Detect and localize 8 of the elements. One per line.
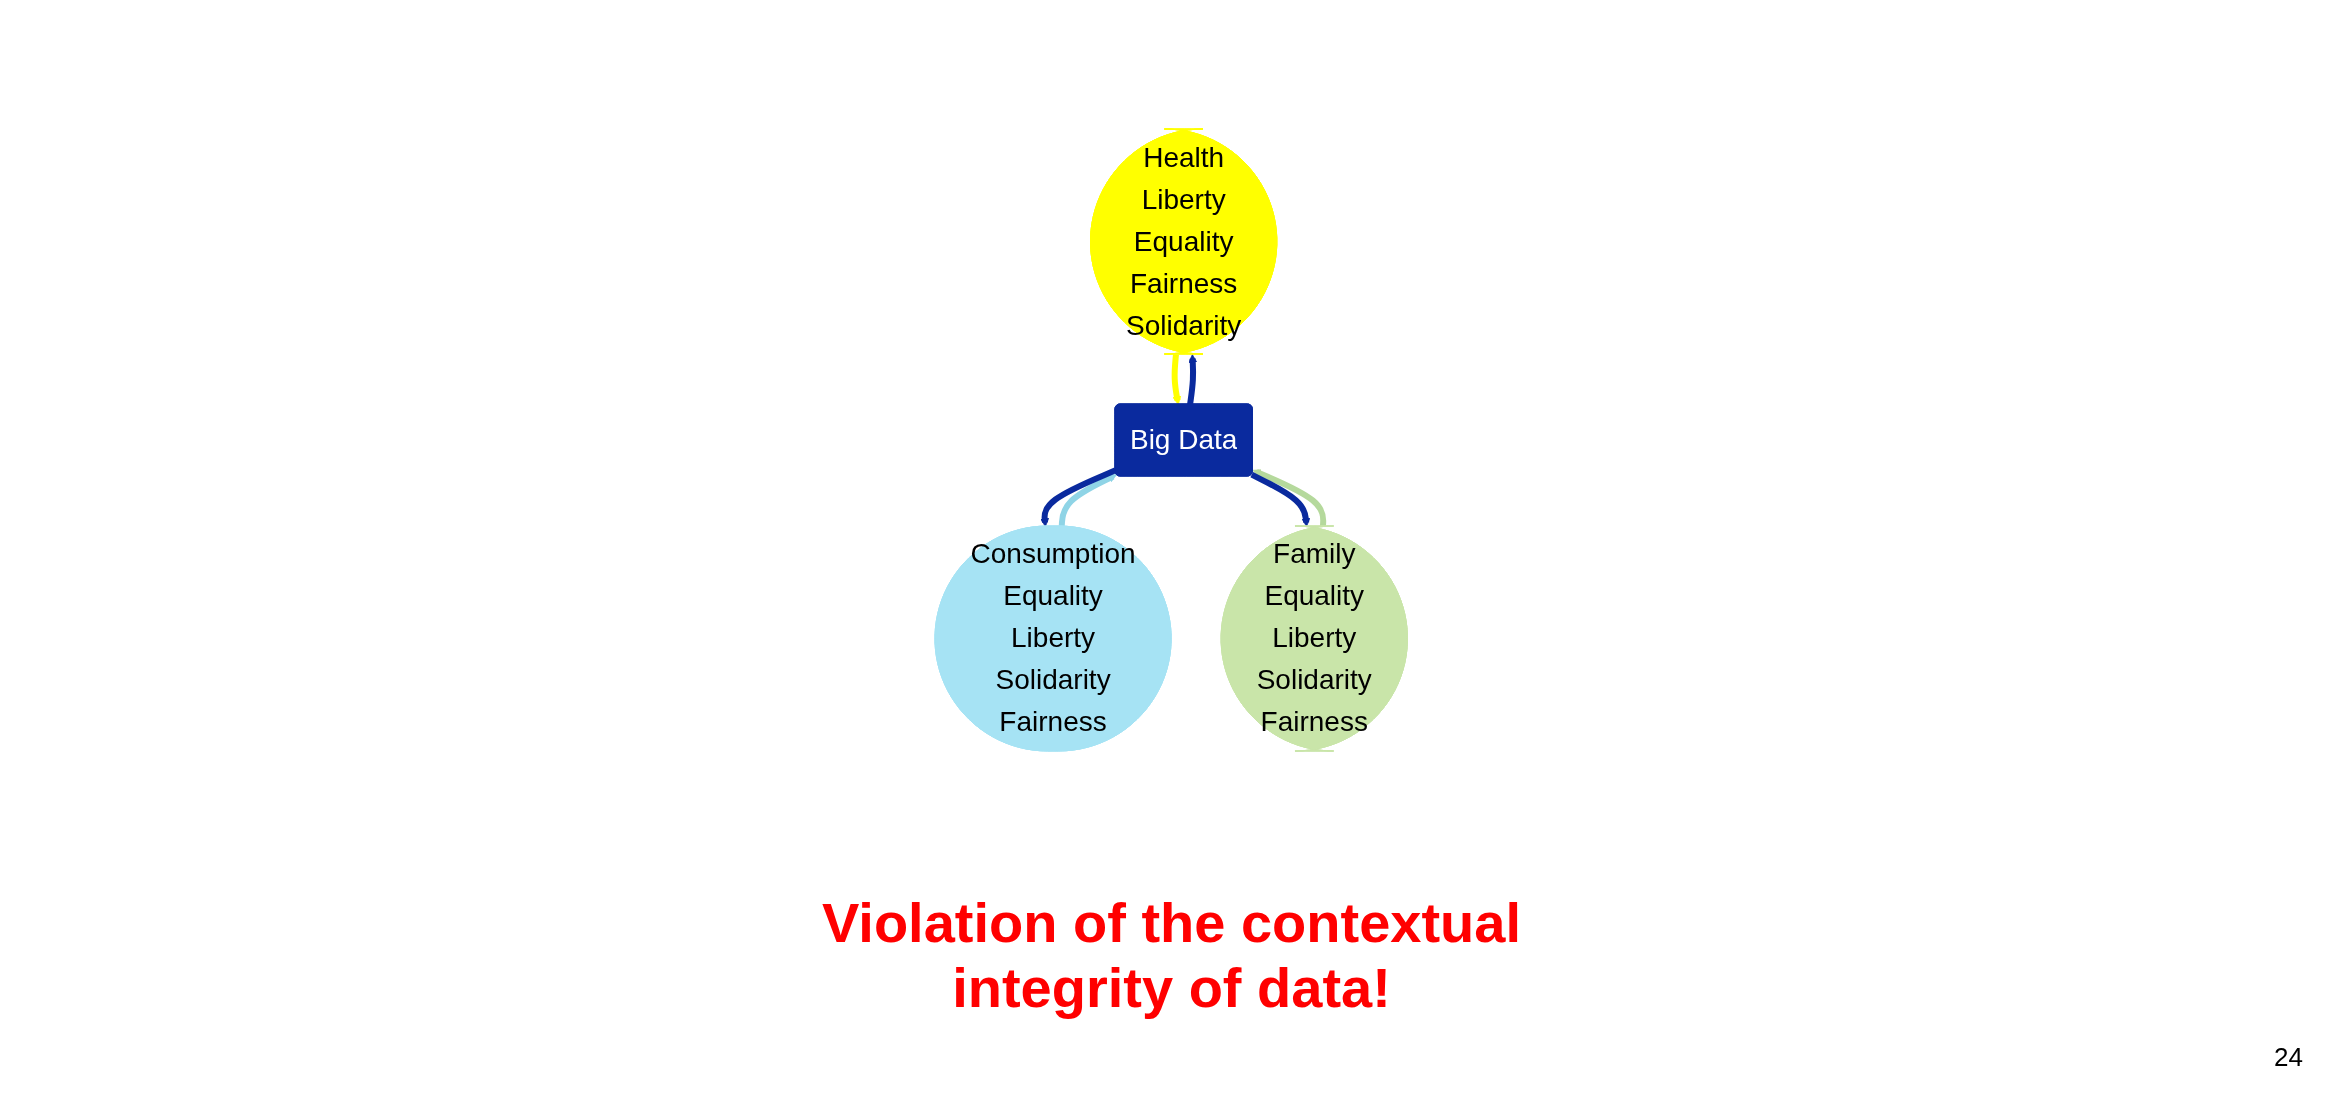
arrow <box>1171 354 1182 405</box>
arrow <box>1250 472 1311 527</box>
arrow <box>1187 354 1198 405</box>
warning-text: Violation of the contextual integrity of data! <box>821 890 1522 1020</box>
arrow <box>1252 469 1327 527</box>
arrow <box>1040 467 1117 527</box>
page-number: 24 <box>2274 1042 2303 1073</box>
arrow <box>1059 473 1118 527</box>
